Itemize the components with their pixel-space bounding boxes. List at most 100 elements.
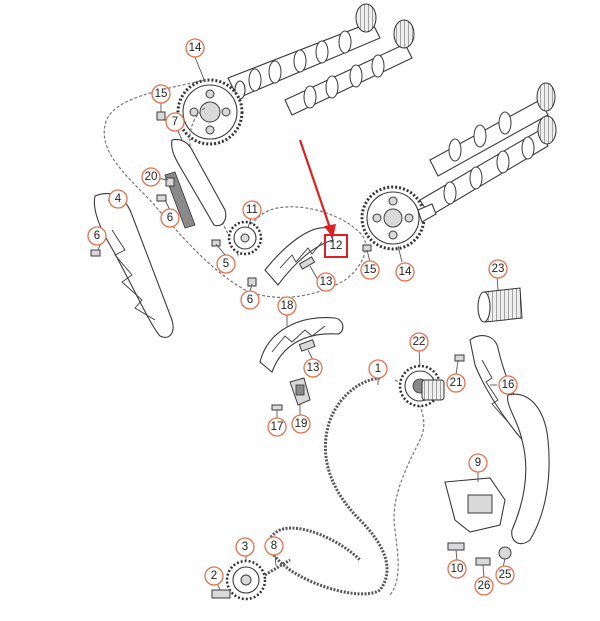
callout-19: 19 [291, 414, 311, 434]
callout-label: 15 [155, 88, 168, 100]
callout-layer: 1234566678910111213131414151516171819202… [87, 38, 518, 596]
callout-label: 8 [271, 540, 277, 552]
callout-ring [141, 167, 161, 187]
callout-label: 3 [242, 541, 248, 553]
callout-15: 15 [151, 84, 171, 104]
bolt-26 [475, 557, 491, 566]
callout-label: 13 [307, 362, 320, 374]
callout-6: 6 [87, 226, 107, 246]
callout-label: 6 [247, 294, 253, 306]
callout-ring [87, 226, 107, 246]
callout-ring [488, 259, 508, 279]
callout-label: 12 [330, 240, 343, 252]
callout-label: 14 [189, 42, 202, 54]
washer-25 [498, 546, 512, 560]
callout-26: 26 [474, 576, 494, 596]
callout-18: 18 [277, 296, 297, 316]
bolt-6-mid [156, 194, 167, 202]
callout-ring [267, 417, 287, 437]
callout-ring [316, 272, 336, 292]
callout-label: 22 [413, 336, 426, 348]
callout-22: 22 [409, 332, 429, 352]
callout-ring [447, 559, 467, 579]
camshaft-sprocket-right [360, 185, 437, 251]
spring-8 [264, 558, 291, 577]
upper-timing-chain [103, 79, 367, 299]
callout-1: 1 [368, 359, 388, 379]
bolt-6-low [247, 277, 257, 287]
callout-label: 15 [364, 264, 377, 276]
callout-ring [165, 112, 185, 132]
callout-label: 13 [320, 276, 333, 288]
bolt-13-upper [298, 256, 316, 270]
callout-17: 17 [267, 417, 287, 437]
callout-label: 20 [145, 171, 158, 183]
callout-13: 13 [303, 358, 323, 378]
callout-ring [360, 260, 380, 280]
callout-ring [446, 373, 466, 393]
callout-label: 21 [450, 377, 463, 389]
callout-label: 2 [211, 570, 217, 582]
callout-ring [160, 208, 180, 228]
camshaft-sprocket-left [176, 78, 244, 146]
callout-label: 14 [399, 266, 412, 278]
callout-7: 7 [165, 112, 185, 132]
bolt-5 [211, 239, 221, 247]
callout-ring [216, 254, 236, 274]
callout-6: 6 [160, 208, 180, 228]
callout-ring [468, 453, 488, 473]
callout-label: 17 [271, 421, 284, 433]
callout-label: 1 [375, 363, 381, 375]
callout-ring [395, 262, 415, 282]
callout-ring [474, 576, 494, 596]
callout-2: 2 [204, 566, 224, 586]
callout-21: 21 [446, 373, 466, 393]
bolt-21 [454, 354, 465, 362]
callout-label: 19 [295, 418, 308, 430]
crankshaft-sprocket [225, 559, 267, 601]
bolt-13-lower [298, 339, 316, 352]
callout-ring [277, 296, 297, 316]
callout-ring [204, 566, 224, 586]
callout-8: 8 [264, 536, 284, 556]
callout-label: 23 [492, 263, 505, 275]
chain-tensioner-rail-9 [444, 393, 550, 545]
callout-12: 12 [330, 240, 343, 252]
callout-label: 6 [167, 212, 173, 224]
callout-ring [498, 375, 518, 395]
bolt-10 [447, 542, 465, 551]
callout-ring [303, 358, 323, 378]
callout-ring [368, 359, 388, 379]
callout-11: 11 [242, 200, 262, 220]
callout-ring [108, 189, 128, 209]
callout-14: 14 [185, 38, 205, 58]
chain-tensioner-19 [289, 377, 311, 406]
bolt-6-left [90, 249, 101, 257]
highlight-box-12 [324, 234, 348, 258]
callout-ring [242, 200, 262, 220]
intake-camshaft-left [227, 3, 415, 116]
callout-label: 26 [478, 580, 491, 592]
callout-14: 14 [395, 262, 415, 282]
callout-label: 9 [475, 457, 481, 469]
callout-13: 13 [316, 272, 336, 292]
balance-shaft-gear [477, 287, 523, 323]
lower-chain-return [389, 379, 425, 596]
callout-3: 3 [235, 537, 255, 557]
bolt-15-left [156, 111, 166, 121]
callout-23: 23 [488, 259, 508, 279]
lower-timing-chain-1 [267, 376, 389, 596]
callout-ring [235, 537, 255, 557]
callout-15: 15 [360, 260, 380, 280]
callout-10: 10 [447, 559, 467, 579]
callout-label: 11 [246, 204, 258, 216]
callout-label: 6 [94, 230, 100, 242]
bolt-17 [271, 404, 283, 411]
callout-label: 7 [172, 116, 178, 128]
callout-label: 16 [502, 379, 515, 391]
callout-label: 5 [223, 258, 229, 270]
camshaft-right [419, 82, 557, 217]
callout-ring [151, 84, 171, 104]
callout-label: 25 [499, 569, 512, 581]
